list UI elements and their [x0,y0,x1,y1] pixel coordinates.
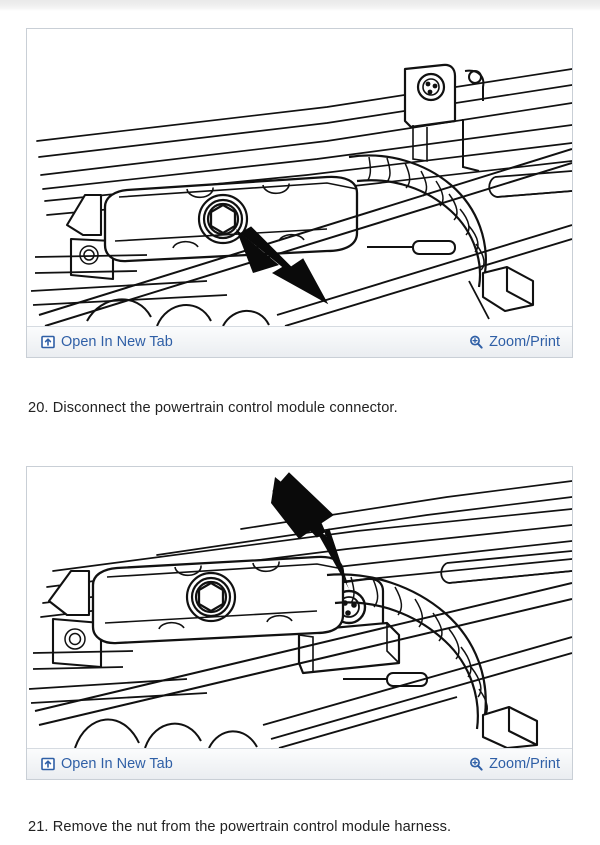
top-decorative-strip [0,0,600,11]
open-in-new-tab-label: Open In New Tab [61,333,173,350]
technical-illustration-2 [27,467,572,748]
open-in-new-tab-link-2[interactable]: Open In New Tab [41,757,173,772]
pointer-arrow-1 [240,226,329,305]
figure-panel-2: Open In New Tab Zoom/Print [26,466,573,780]
hex-bolt-head [209,203,237,235]
magnifier-plus-icon [469,335,483,349]
figure-panel-1: Open In New Tab Zoom/Print [26,28,573,358]
open-in-new-tab-icon [41,757,55,771]
pointer-arrow-1-head [236,229,279,273]
zoom-print-label: Zoom/Print [489,333,560,350]
figure-2-toolbar: Open In New Tab Zoom/Print [27,748,572,779]
pointer-arrow-2-head [313,525,349,589]
open-in-new-tab-link-1[interactable]: Open In New Tab [41,335,173,350]
open-in-new-tab-label: Open In New Tab [61,755,173,772]
illustration-2-svg [27,467,572,748]
pointer-arrow-2-tail [271,477,327,539]
open-in-new-tab-icon [41,335,55,349]
step-20-text: 20. Disconnect the powertrain control mo… [28,400,398,416]
hex-bolt-head-2 [197,581,225,613]
illustration-1-svg [27,29,572,326]
step-21-text: 21. Remove the nut from the powertrain c… [28,819,452,835]
zoom-print-link-1[interactable]: Zoom/Print [469,335,560,350]
zoom-print-label: Zoom/Print [489,755,560,772]
zoom-print-link-2[interactable]: Zoom/Print [469,757,560,772]
figure-1-toolbar: Open In New Tab Zoom/Print [27,326,572,357]
technical-illustration-1 [27,29,572,326]
magnifier-plus-icon [469,757,483,771]
